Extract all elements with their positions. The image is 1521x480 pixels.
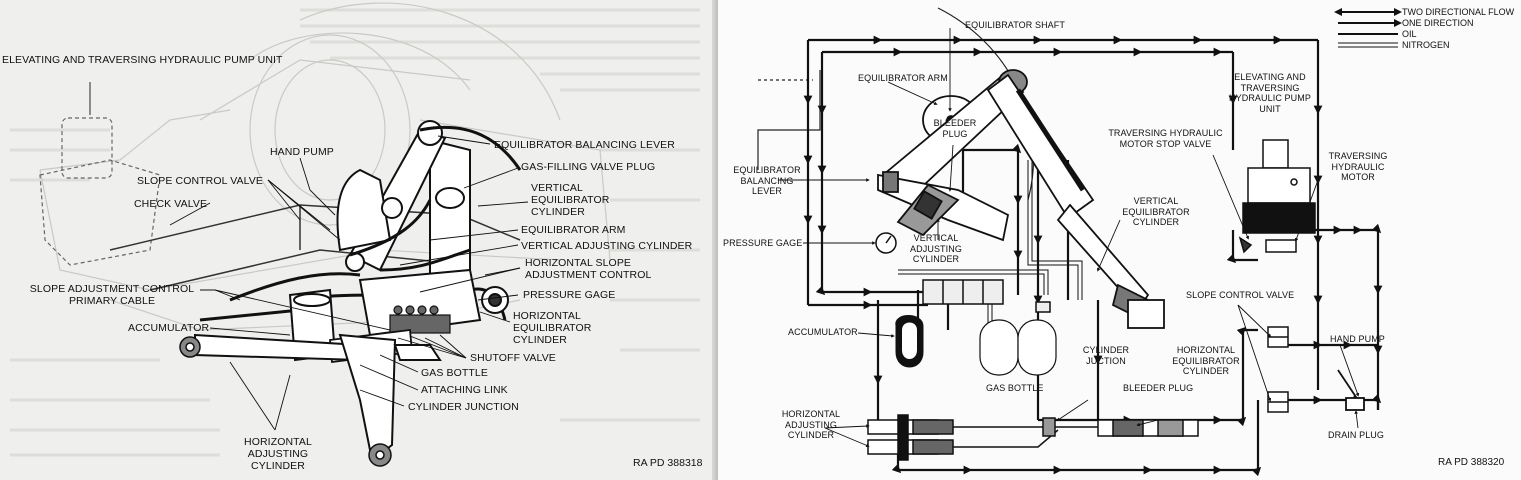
label-slope-control-valve: SLOPE CONTROL VALVE (137, 175, 263, 187)
label-pump-unit: ELEVATING AND TRAVERSING HYDRAULIC PUMP … (1229, 72, 1311, 114)
label-hand-pump: HAND PUMP (270, 146, 334, 158)
label-hand-pump: HAND PUMP (1330, 334, 1385, 344)
label-balancing-lever: EQUILIBRATOR BALANCING LEVER (494, 139, 675, 151)
label-vertical-equilibrator-cylinder: VERTICAL EQUILIBRATOR CYLINDER (1122, 196, 1190, 227)
left-page: ELEVATING AND TRAVERSING HYDRAULIC PUMP … (0, 0, 718, 480)
label-horizontal-equilibrator-cylinder: HORIZONTAL EQUILIBRATOR CYLINDER (1172, 345, 1240, 376)
label-horizontal-adjusting-cylinder: HORIZONTAL ADJUSTING CYLINDER (781, 409, 841, 440)
figure-number-right: RA PD 388320 (1438, 457, 1505, 468)
label-drain-plug: DRAIN PLUG (1328, 430, 1385, 440)
label-pressure-gage: PRESSURE GAGE (523, 289, 616, 301)
label-traversing-motor: TRAVERSING HYDRAULIC MOTOR (1328, 151, 1388, 182)
label-check-valve: CHECK VALVE (134, 198, 208, 210)
right-page: TWO DIRECTIONAL FLOW ONE DIRECTION OIL N… (718, 0, 1521, 480)
legend-samples (1334, 8, 1402, 48)
label-pressure-gage: PRESSURE GAGE (723, 238, 803, 248)
label-horizontal-slope-adjustment-control: HORIZONTAL SLOPE ADJUSTMENT CONTROL (525, 257, 652, 281)
label-equilibrator-arm: EQUILIBRATOR ARM (521, 224, 626, 236)
label-shutoff-valve: SHUTOFF VALVE (470, 352, 556, 364)
legend-nitrogen: NITROGEN (1402, 40, 1450, 50)
label-cylinder-junction: CYLINDER JUNCTION (408, 401, 519, 413)
label-pump-unit: ELEVATING AND TRAVERSING HYDRAULIC PUMP … (2, 54, 283, 66)
label-equilibrator-shaft: EQUILIBRATOR SHAFT (965, 20, 1065, 30)
label-gas-bottle: GAS BOTTLE (986, 383, 1044, 393)
label-accumulator: ACCUMULATOR (788, 327, 858, 337)
label-balancing-lever: EQUILIBRATOR BALANCING LEVER (733, 165, 801, 196)
label-accumulator: ACCUMULATOR (128, 322, 210, 334)
label-cylinder-junction: CYLINDER JUCTION (1082, 345, 1130, 366)
legend-oil: OIL (1402, 29, 1417, 39)
label-attaching-link: ATTACHING LINK (421, 384, 508, 396)
hydraulic-schematic (757, 7, 1402, 477)
label-vertical-adjusting-cylinder: VERTICAL ADJUSTING CYLINDER (521, 240, 693, 252)
label-traversing-stop-valve: TRAVERSING HYDRAULIC MOTOR STOP VALVE (1108, 128, 1223, 149)
label-horizontal-adjusting-cylinder: HORIZONTAL ADJUSTING CYLINDER (244, 436, 312, 472)
label-slope-control-valve: SLOPE CONTROL VALVE (1186, 290, 1295, 300)
label-bleeder-plug-top: BLEEDER PLUG (933, 118, 977, 139)
label-equilibrator-arm: EQUILIBRATOR ARM (858, 73, 948, 83)
label-gas-bottle: GAS BOTTLE (421, 367, 488, 379)
left-assembly-drawing (10, 2, 700, 467)
label-vertical-equilibrator-cylinder: VERTICAL EQUILIBRATOR CYLINDER (531, 182, 610, 218)
label-gas-filling-valve-plug: GAS-FILLING VALVE PLUG (521, 161, 656, 173)
label-horizontal-equilibrator-cylinder: HORIZONTAL EQUILIBRATOR CYLINDER (513, 310, 592, 346)
legend-two-directional-flow: TWO DIRECTIONAL FLOW (1402, 7, 1515, 17)
legend-one-direction: ONE DIRECTION (1402, 18, 1474, 28)
figure-number-left: RA PD 388318 (633, 457, 703, 469)
label-slope-adjustment-cable: SLOPE ADJUSTMENT CONTROL PRIMARY CABLE (29, 283, 195, 307)
label-bleeder-plug-bottom: BLEEDER PLUG (1123, 383, 1194, 393)
label-vertical-adjusting-cylinder: VERTICAL ADJUSTING CYLINDER (910, 233, 962, 264)
